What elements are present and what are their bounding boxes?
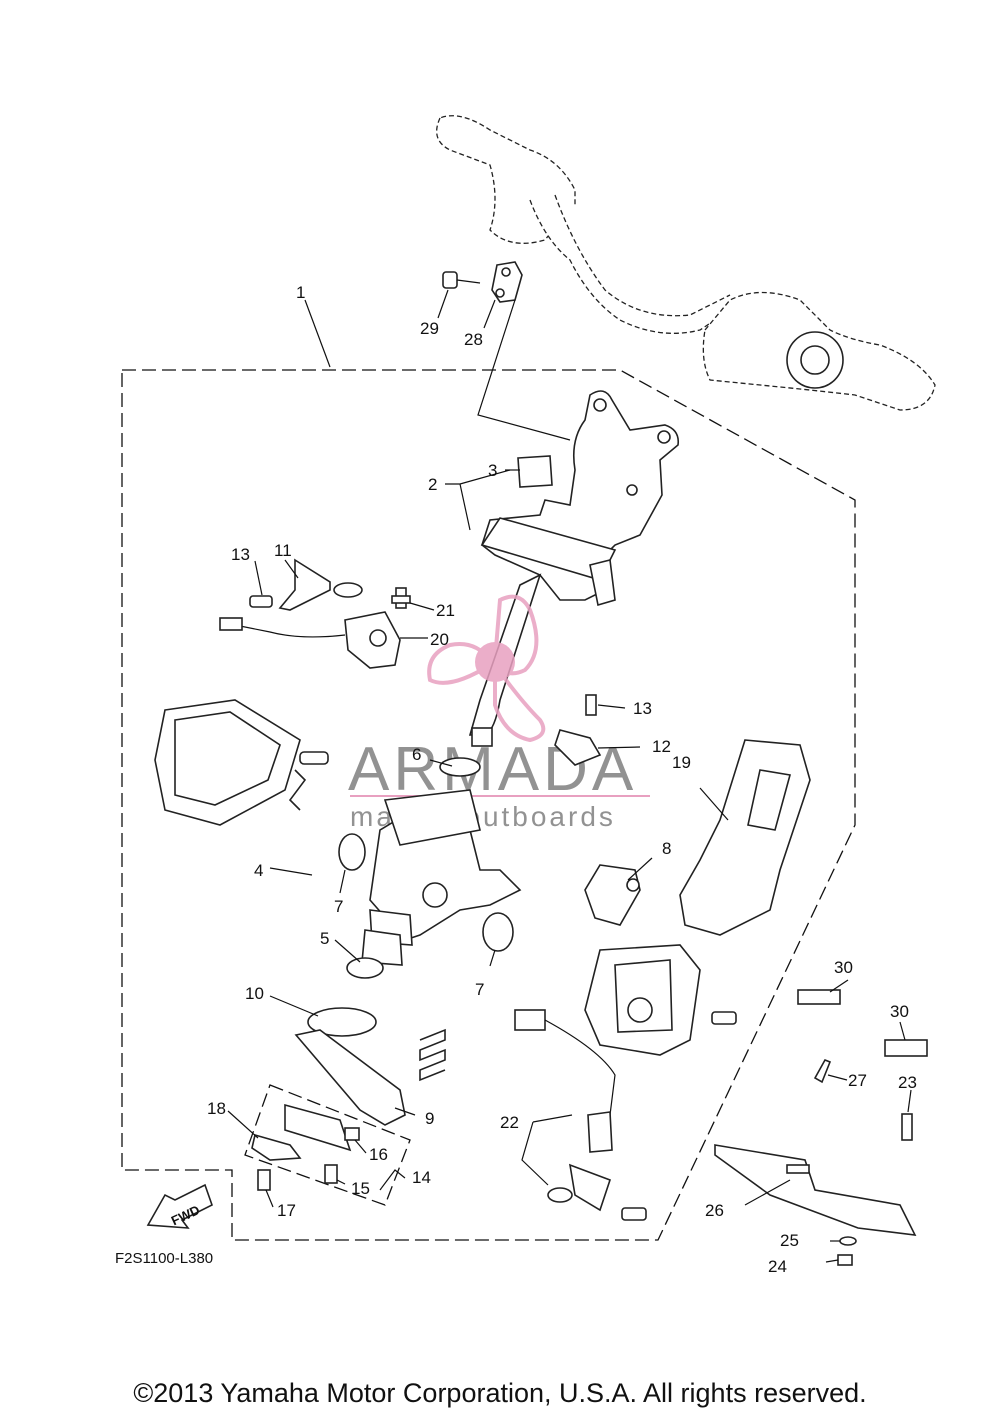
washer-part-6 bbox=[439, 757, 481, 777]
watermark-logo bbox=[427, 594, 546, 743]
callout-12: 12 bbox=[652, 737, 671, 756]
bolt-part-23 bbox=[901, 1113, 913, 1141]
callout-18: 18 bbox=[207, 1099, 226, 1118]
callout-19: 19 bbox=[672, 753, 691, 772]
callout-17: 17 bbox=[277, 1201, 296, 1220]
clamp-part-28 bbox=[491, 261, 523, 303]
callout-8: 8 bbox=[662, 839, 671, 858]
washer-part-25 bbox=[839, 1236, 857, 1246]
sensor-part-22 bbox=[514, 1009, 647, 1221]
steering-housing-part-4 bbox=[361, 789, 522, 966]
handlebar-phantom bbox=[436, 115, 936, 411]
callout-26: 26 bbox=[705, 1201, 724, 1220]
sensor-part-20 bbox=[219, 611, 401, 669]
callout-30a: 30 bbox=[834, 958, 853, 977]
callout-21: 21 bbox=[436, 601, 455, 620]
bushing-part-5 bbox=[346, 957, 384, 979]
housing-left bbox=[154, 699, 329, 826]
clip-part-12 bbox=[554, 729, 602, 766]
lever-part-9 bbox=[294, 1029, 406, 1126]
screw-part-13a bbox=[249, 595, 273, 608]
plate-part-16 bbox=[284, 1103, 352, 1152]
cover-part-19 bbox=[679, 739, 811, 936]
pad-part-30b bbox=[884, 1039, 928, 1057]
callout-28: 28 bbox=[464, 330, 483, 349]
leader-28 bbox=[477, 299, 571, 441]
callout-13a: 13 bbox=[231, 545, 250, 564]
nut-part-24 bbox=[837, 1254, 853, 1266]
actuator-part-8 bbox=[584, 864, 641, 926]
ring-part-10 bbox=[307, 1007, 377, 1037]
callout-4: 4 bbox=[254, 861, 263, 880]
pad-part-30a bbox=[797, 989, 841, 1005]
callout-5: 5 bbox=[320, 929, 329, 948]
plate-part-26 bbox=[714, 1144, 917, 1236]
callout-1: 1 bbox=[296, 283, 305, 302]
assembly-boundary bbox=[121, 369, 856, 1241]
callout-23: 23 bbox=[898, 1073, 917, 1092]
bushing-part-3 bbox=[517, 455, 553, 488]
callout-11: 11 bbox=[274, 541, 292, 560]
steering-column-part-2 bbox=[468, 390, 680, 747]
pin-part-27 bbox=[813, 1058, 832, 1084]
nut-part-16b bbox=[344, 1127, 360, 1141]
callout-2: 2 bbox=[428, 475, 437, 494]
bolt-part-15 bbox=[324, 1164, 338, 1184]
callout-20: 20 bbox=[430, 630, 449, 649]
callout-30b: 30 bbox=[890, 1002, 909, 1021]
bracket-part-11 bbox=[278, 558, 363, 611]
callout-7a: 7 bbox=[334, 897, 343, 916]
callout-29: 29 bbox=[420, 319, 439, 338]
fwd-arrow-icon bbox=[146, 1183, 213, 1229]
lower-mechanism bbox=[584, 944, 737, 1056]
group-14-boundary bbox=[244, 1084, 411, 1206]
callout-25: 25 bbox=[780, 1231, 799, 1250]
clip-part-18 bbox=[251, 1133, 302, 1161]
screw-part-13b bbox=[585, 694, 597, 716]
washer-part-7b bbox=[482, 912, 514, 952]
leader-lines bbox=[227, 289, 912, 1263]
callout-27: 27 bbox=[848, 1071, 867, 1090]
callout-15: 15 bbox=[351, 1179, 370, 1198]
callout-10: 10 bbox=[245, 984, 264, 1003]
callout-22: 22 bbox=[500, 1113, 519, 1132]
callout-7b: 7 bbox=[475, 980, 484, 999]
callout-9: 9 bbox=[425, 1109, 434, 1128]
callout-13b: 13 bbox=[633, 699, 652, 718]
diagram-code: F2S1100-L380 bbox=[115, 1250, 213, 1267]
bolt-part-21 bbox=[391, 587, 411, 609]
washer-part-7a bbox=[338, 833, 366, 871]
callout-24: 24 bbox=[768, 1257, 787, 1276]
spring-main bbox=[419, 1028, 446, 1082]
callout-6: 6 bbox=[412, 745, 421, 764]
copyright-notice: ©2013 Yamaha Motor Corporation, U.S.A. A… bbox=[133, 1378, 867, 1408]
bolt-part-29 bbox=[442, 271, 481, 289]
bolt-part-17 bbox=[257, 1169, 271, 1191]
callout-16: 16 bbox=[369, 1145, 388, 1164]
callout-14: 14 bbox=[412, 1168, 431, 1187]
callout-3: 3 bbox=[488, 461, 497, 480]
